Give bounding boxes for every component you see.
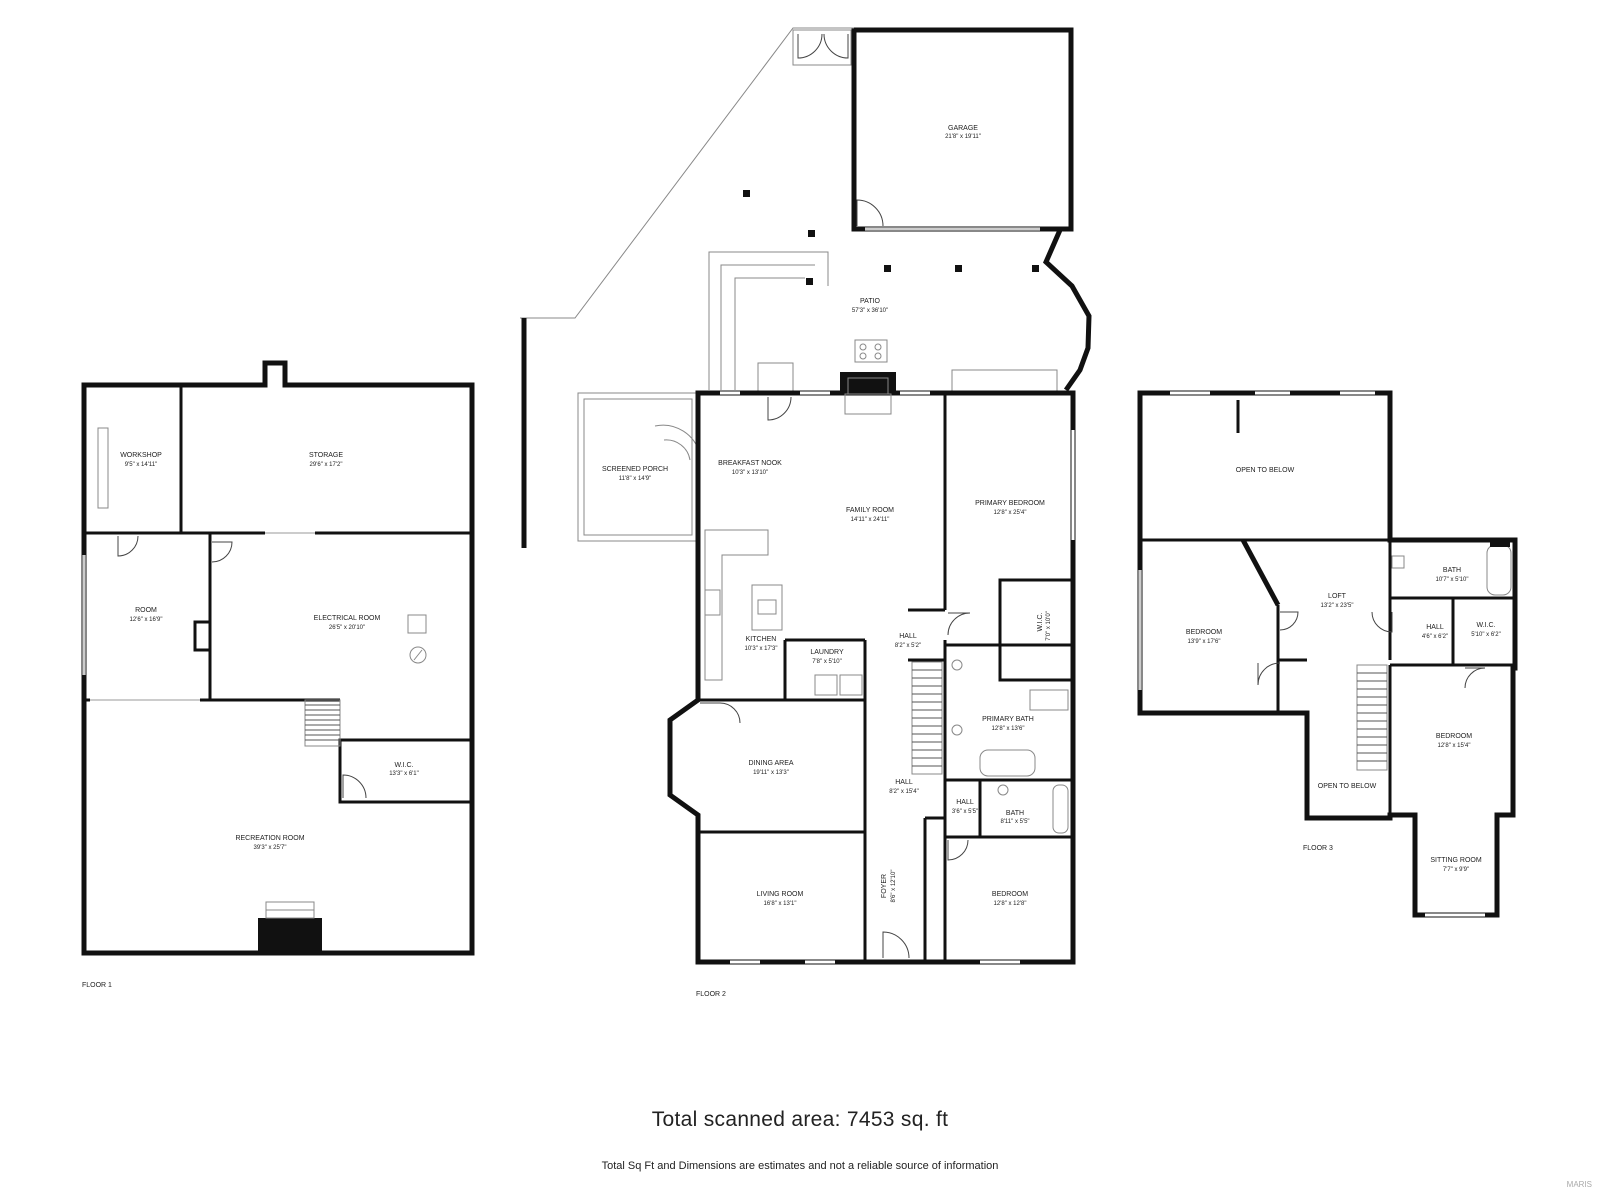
room-label-bedroom-f3-a: BEDROOM xyxy=(1186,629,1222,636)
room-label-wic: W.I.C. xyxy=(394,762,413,769)
room-label-loft: LOFT xyxy=(1328,593,1347,600)
room-dim-workshop: 9'5" x 14'11" xyxy=(125,462,157,468)
room-dim-hall-a: 8'2" x 5'2" xyxy=(895,643,921,649)
room-dim-electrical-room: 26'5" x 20'10" xyxy=(329,625,365,631)
room-dim-dining-area: 19'11" x 13'3" xyxy=(753,770,789,776)
room-dim-hall-b: 8'2" x 15'4" xyxy=(889,789,919,795)
room-label-hall-b: HALL xyxy=(895,779,913,786)
room-dim-screened-porch: 11'8" x 14'9" xyxy=(619,476,651,482)
room-label-screened-porch: SCREENED PORCH xyxy=(602,466,668,473)
room-label-hall-c: HALL xyxy=(956,799,974,806)
room-dim-loft: 13'2" x 23'5" xyxy=(1321,603,1354,609)
room-dim-bedroom-f2: 12'8" x 12'8" xyxy=(994,901,1027,907)
room-label-bedroom-f3-b: BEDROOM xyxy=(1436,733,1472,740)
room-dim-storage: 29'6" x 17'2" xyxy=(310,462,343,468)
room-label-foyer: FOYER xyxy=(881,874,888,898)
room-dim-wic-f3: 5'10" x 6'2" xyxy=(1471,632,1501,638)
room-label-living-room: LIVING ROOM xyxy=(757,891,804,898)
room-dim-recreation-room: 39'3" x 25'7" xyxy=(254,845,287,851)
room-label-bedroom-f2: BEDROOM xyxy=(992,891,1028,898)
room-dim-wic: 13'3" x 6'1" xyxy=(389,771,419,777)
room-label-electrical-room: ELECTRICAL ROOM xyxy=(314,615,381,622)
disclaimer-text: Total Sq Ft and Dimensions are estimates… xyxy=(601,1160,999,1172)
floor-3-plan xyxy=(1137,390,1518,918)
room-label-wic-f3: W.I.C. xyxy=(1476,622,1495,629)
room-label-sitting-room: SITTING ROOM xyxy=(1430,857,1482,864)
room-label-bath: BATH xyxy=(1006,810,1024,817)
room-dim-garage: 21'8" x 19'11" xyxy=(945,134,981,140)
room-label-primary-bath: PRIMARY BATH xyxy=(982,716,1034,723)
room-dim-primary-bedroom: 12'8" x 25'4" xyxy=(994,510,1027,516)
room-label-hall-a: HALL xyxy=(899,633,917,640)
room-label-patio: PATIO xyxy=(860,298,881,305)
room-label-dining-area: DINING AREA xyxy=(748,760,793,767)
room-dim-breakfast-nook: 10'3" x 13'10" xyxy=(732,470,768,476)
room-labels: WORKSHOP 9'5" x 14'11" STORAGE 29'6" x 1… xyxy=(82,125,1501,998)
room-label-room: ROOM xyxy=(135,607,157,614)
room-label-primary-bedroom: PRIMARY BEDROOM xyxy=(975,500,1045,507)
room-label-storage: STORAGE xyxy=(309,452,343,459)
room-dim-living-room: 16'8" x 13'1" xyxy=(764,901,797,907)
room-dim-hall-c: 3'6" x 5'5" xyxy=(952,809,978,815)
room-dim-room: 12'6" x 16'9" xyxy=(130,617,163,623)
floor-2-label: FLOOR 2 xyxy=(696,991,726,998)
room-dim-bath-f3: 10'7" x 5'10" xyxy=(1436,577,1469,583)
room-dim-bedroom-f3-a: 13'9" x 17'6" xyxy=(1188,639,1221,645)
floor-1-label: FLOOR 1 xyxy=(82,982,112,989)
room-dim-sitting-room: 7'7" x 9'9" xyxy=(1443,867,1469,873)
watermark-text: MARIS xyxy=(1566,1180,1592,1189)
floor-1-plan xyxy=(81,360,475,956)
room-label-open-to-below-b: OPEN TO BELOW xyxy=(1318,783,1377,790)
floor-3-label: FLOOR 3 xyxy=(1303,845,1333,852)
room-label-workshop: WORKSHOP xyxy=(120,452,162,459)
room-dim-kitchen: 10'3" x 17'3" xyxy=(745,646,778,652)
room-label-family-room: FAMILY ROOM xyxy=(846,507,894,514)
room-label-garage: GARAGE xyxy=(948,125,978,132)
room-dim-wic-primary: 7'0" x 10'0" xyxy=(1046,611,1052,641)
room-dim-family-room: 14'11" x 24'11" xyxy=(851,517,890,523)
room-dim-bedroom-f3-b: 12'8" x 15'4" xyxy=(1438,743,1471,749)
room-label-wic-primary: W.I.C. xyxy=(1037,612,1044,631)
room-dim-bath: 8'11" x 5'5" xyxy=(1000,819,1029,825)
room-label-hall-f3: HALL xyxy=(1426,624,1444,631)
room-label-recreation-room: RECREATION ROOM xyxy=(235,835,304,842)
room-label-open-to-below-a: OPEN TO BELOW xyxy=(1236,467,1295,474)
room-dim-primary-bath: 12'8" x 13'6" xyxy=(992,726,1025,732)
room-dim-hall-f3: 4'6" x 6'2" xyxy=(1422,634,1448,640)
floor-2-plan xyxy=(520,27,1092,965)
room-label-bath-f3: BATH xyxy=(1443,567,1461,574)
room-label-kitchen: KITCHEN xyxy=(746,636,777,643)
room-dim-laundry: 7'8" x 5'10" xyxy=(812,659,842,665)
room-label-breakfast-nook: BREAKFAST NOOK xyxy=(718,460,782,467)
room-dim-foyer: 8'6" x 12'10" xyxy=(891,870,897,903)
room-label-laundry: LAUNDRY xyxy=(810,649,844,656)
room-dim-patio: 57'3" x 36'10" xyxy=(852,308,888,314)
total-scanned-area: Total scanned area: 7453 sq. ft xyxy=(651,1108,949,1131)
